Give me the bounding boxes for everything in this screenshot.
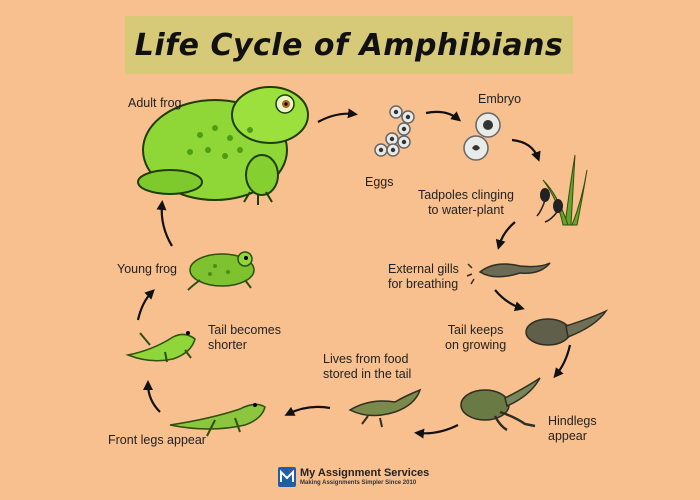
label-food-line1: Lives from food bbox=[323, 352, 409, 366]
label-gills-line1: External gills bbox=[388, 262, 459, 276]
label-tadpoles-line2: to water-plant bbox=[428, 203, 504, 217]
tadpoles-clinging-illustration bbox=[536, 188, 563, 223]
brand-name: My Assignment Services bbox=[300, 467, 430, 479]
label-tail-line1: Tail keeps bbox=[447, 323, 504, 337]
label-embryo: Embryo bbox=[478, 92, 522, 106]
label-front-legs: Front legs appear bbox=[108, 433, 206, 447]
brand-logo-icon bbox=[278, 467, 296, 487]
front-legs-froglet-illustration bbox=[169, 403, 266, 437]
label-gills-line2: for breathing bbox=[388, 277, 459, 291]
food-tail-tadpole-illustration bbox=[348, 388, 422, 428]
label-hindlegs-line2: appear bbox=[548, 429, 587, 443]
label-eggs: Eggs bbox=[365, 175, 394, 189]
label-tail-keeps: Tail keeps on growing bbox=[445, 323, 506, 353]
label-adult-frog: Adult frog bbox=[128, 96, 182, 110]
adult-frog-illustration bbox=[137, 86, 309, 205]
label-tadpoles-line1: Tadpoles clinging bbox=[418, 188, 514, 202]
brand-tagline: Making Assignments Simpler Since 2010 bbox=[300, 480, 417, 486]
label-tail-shorter-line2: shorter bbox=[208, 338, 247, 352]
label-food-line2: stored in the tail bbox=[323, 367, 412, 381]
label-tadpoles: Tadpoles clinging to water-plant bbox=[418, 188, 514, 218]
hindlegs-tadpole-illustration bbox=[460, 377, 541, 432]
label-hindlegs-line1: Hindlegs bbox=[548, 414, 597, 428]
label-external-gills: External gills for breathing bbox=[388, 262, 459, 292]
label-hindlegs: Hindlegs appear bbox=[548, 414, 597, 444]
tail-shorter-froglet-illustration bbox=[125, 331, 196, 363]
label-young-frog: Young frog bbox=[117, 262, 178, 276]
growing-tadpole-illustration bbox=[525, 309, 609, 346]
title-banner: Life Cycle of Amphibians bbox=[125, 16, 573, 74]
footer-branding: My Assignment Services Making Assignment… bbox=[278, 467, 429, 487]
external-gills-tadpole-illustration bbox=[466, 262, 551, 285]
young-frog-illustration bbox=[187, 251, 255, 291]
page-title: Life Cycle of Amphibians bbox=[134, 27, 564, 63]
label-tail-shorter: Tail becomes shorter bbox=[208, 323, 281, 353]
water-plant-illustration bbox=[542, 154, 588, 226]
cycle-arrows bbox=[136, 108, 572, 439]
embryo-illustration bbox=[463, 112, 501, 161]
label-tail-line2: on growing bbox=[445, 338, 507, 352]
label-lives-from-food: Lives from food stored in the tail bbox=[323, 352, 411, 382]
label-tail-shorter-line1: Tail becomes bbox=[208, 323, 281, 337]
